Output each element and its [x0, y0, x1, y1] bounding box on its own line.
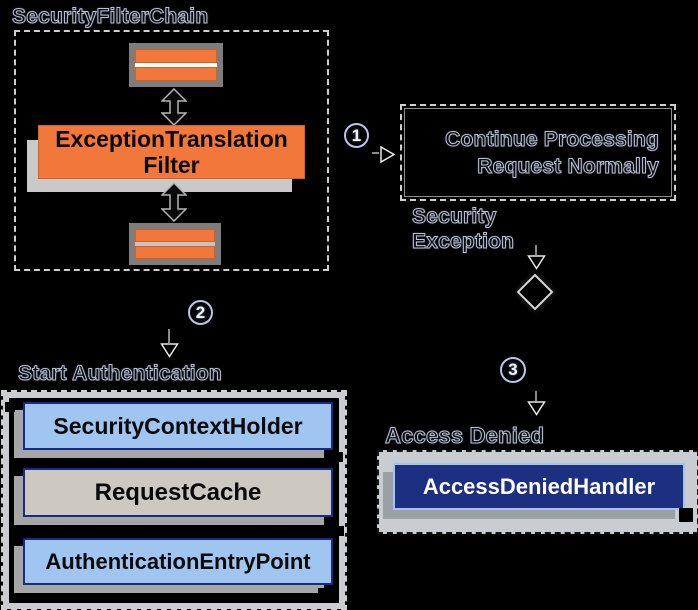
flow-line [535, 245, 537, 255]
selection-handle [679, 508, 693, 522]
filter-stack-top [129, 43, 223, 87]
filter-bar-icon [135, 67, 217, 81]
step-3-marker: 3 [500, 357, 526, 383]
securityfilterchain-container: ExceptionTranslation Filter [14, 30, 329, 271]
start-authentication-container: SecurityContextHolder RequestCache Authe… [1, 390, 347, 610]
securityfilterchain-label: SecurityFilterChain [11, 5, 209, 29]
flow-arrowhead-down-icon [527, 255, 546, 270]
flow-arrowhead-right-icon [380, 146, 396, 163]
selection-handle [318, 588, 334, 602]
filter-bar-icon [135, 49, 217, 63]
security-exception-label: Security Exception [411, 204, 515, 254]
double-arrow-icon [161, 88, 187, 126]
continue-processing-box: Continue Processing Request Normally [400, 104, 676, 201]
decision-diamond-icon [516, 273, 554, 311]
filter-bar-gap [135, 242, 215, 246]
flow-line [535, 391, 537, 401]
step-1-marker: 1 [344, 123, 369, 148]
exception-translation-filter-line2: Filter [143, 152, 200, 178]
flow-arrowhead-down-icon [160, 343, 179, 358]
security-exception-line1: Security [411, 205, 497, 229]
access-denied-handler-box: AccessDeniedHandler [393, 463, 685, 510]
filter-bar-gap [135, 63, 217, 67]
access-denied-label: Access Denied [384, 423, 545, 448]
access-denied-container: AccessDeniedHandler [377, 450, 698, 534]
start-authentication-label: Start Authentication [18, 362, 223, 386]
selection-handle [334, 526, 344, 536]
authentication-entry-point-box: AuthenticationEntryPoint [23, 538, 333, 585]
step-2-marker: 2 [188, 300, 213, 325]
request-cache-box: RequestCache [23, 468, 333, 517]
double-arrow-icon [161, 182, 187, 222]
continue-processing-line1: Continue Processing [445, 127, 660, 151]
exception-translation-filter-box: ExceptionTranslation Filter [38, 125, 305, 179]
continue-processing-line2: Request Normally [477, 154, 660, 178]
security-context-holder-box: SecurityContextHolder [23, 402, 333, 450]
security-exception-line2: Exception [411, 230, 515, 254]
exception-translation-filter-line1: ExceptionTranslation [55, 126, 288, 152]
selection-handle [5, 402, 15, 412]
filter-stack-bottom [129, 223, 221, 265]
flow-line [372, 152, 379, 154]
filter-bar-icon [135, 229, 215, 242]
selection-handle [333, 452, 343, 462]
filter-bar-icon [135, 246, 215, 259]
flow-arrowhead-down-icon [527, 401, 546, 416]
flow-line [168, 329, 170, 343]
